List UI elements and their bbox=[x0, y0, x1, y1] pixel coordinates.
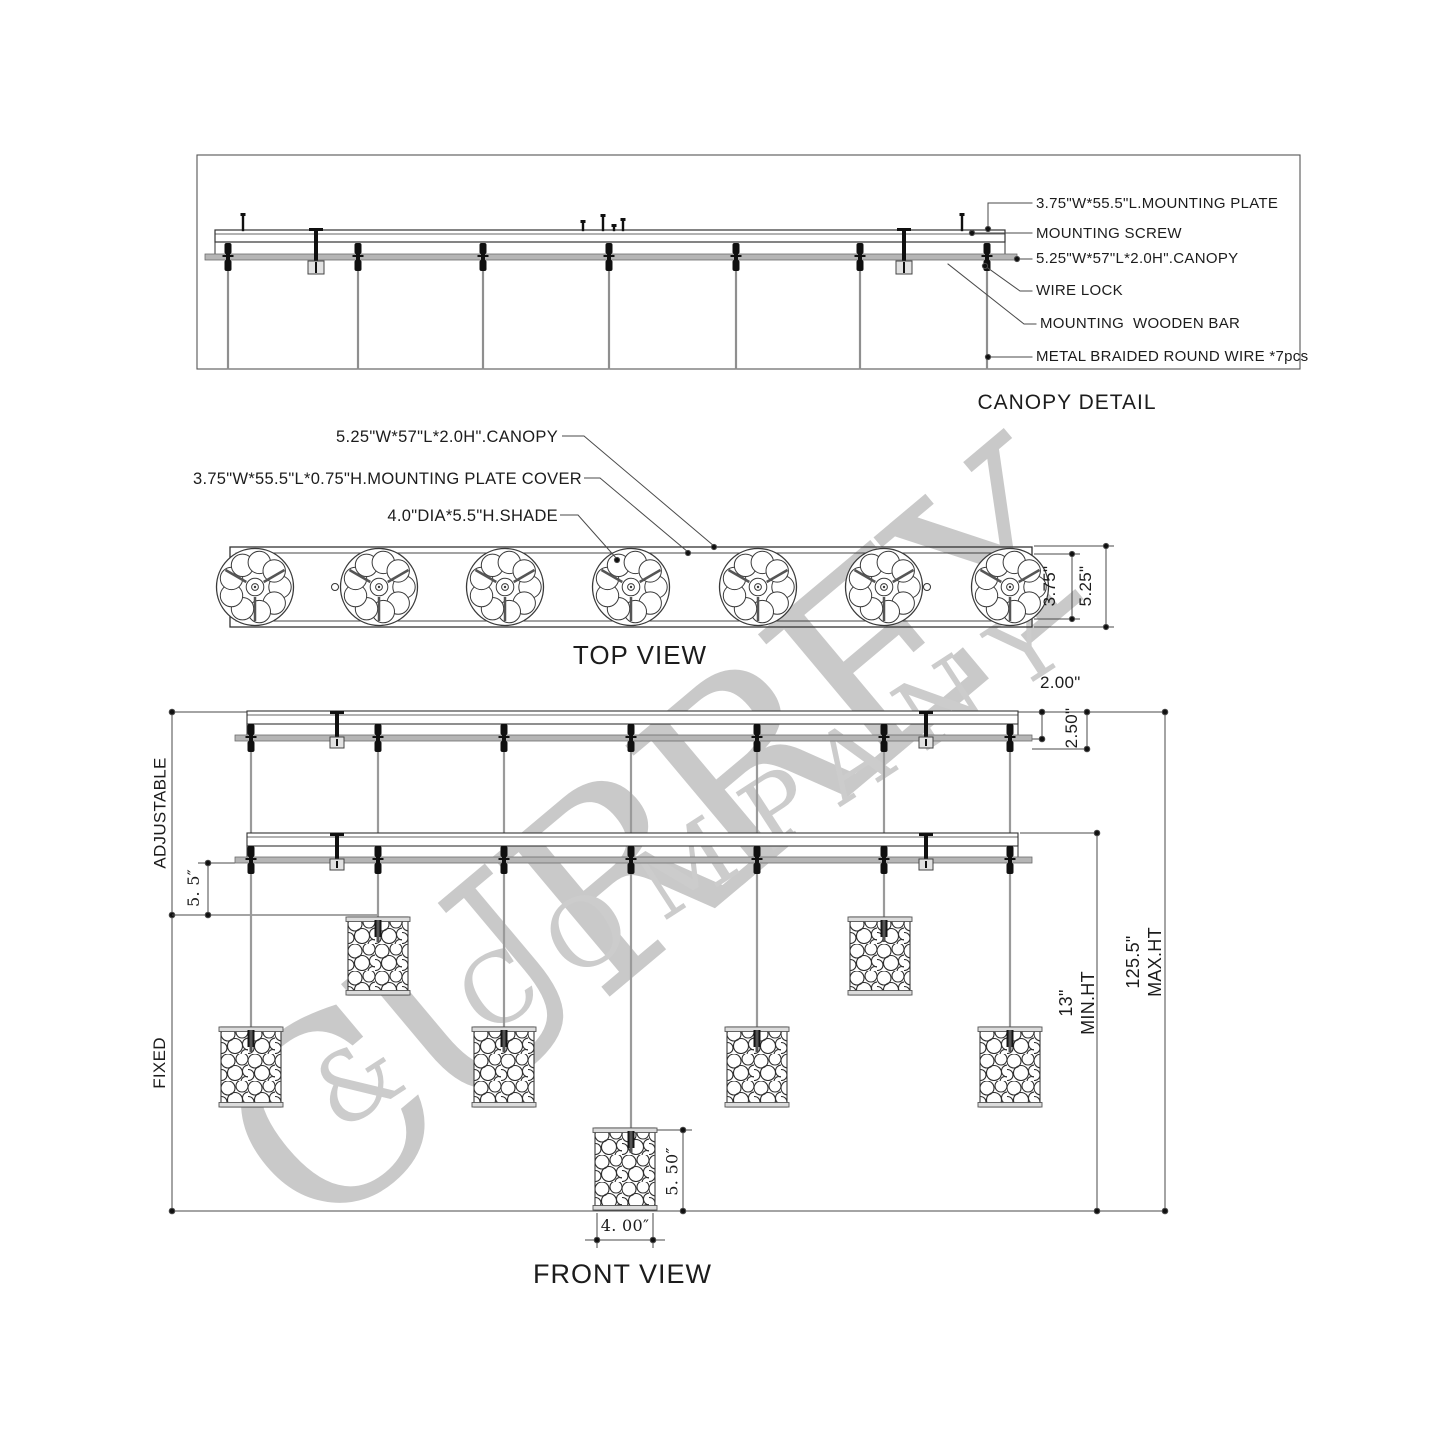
callout-canopy: 5.25"W*57"L*2.0H".CANOPY bbox=[1036, 250, 1239, 267]
screw-hole-left bbox=[331, 583, 339, 591]
callout-wooden-bar: MOUNTING WOODEN BAR bbox=[1040, 315, 1241, 332]
topview-callout-canopy: 5.25"W*57"L*2.0H".CANOPY bbox=[336, 428, 558, 446]
topview-callout-shade: 4.0"DIA*5.5"H.SHADE bbox=[387, 507, 558, 525]
pendant-shades bbox=[218, 916, 1043, 1211]
canopy-detail-border bbox=[196, 154, 1301, 370]
top-view-drawing bbox=[215, 435, 1114, 631]
topview-callout-plate-cover: 3.75"W*55.5"L*0.75"H.MOUNTING PLATE COVE… bbox=[192, 470, 582, 488]
pendant-shade bbox=[592, 1127, 658, 1211]
pendant-shade bbox=[471, 1026, 537, 1108]
dim-shade-height: 5. 50″ bbox=[662, 1147, 682, 1196]
pendant-shade bbox=[977, 1026, 1043, 1108]
dim-max-height: 125.5"MAX.HT bbox=[1121, 903, 1167, 1021]
front-view-drawing bbox=[168, 708, 1169, 1248]
front-view-title: FRONT VIEW bbox=[532, 1259, 712, 1289]
pendant-shade bbox=[724, 1026, 790, 1108]
top-view-dimensions bbox=[1034, 542, 1114, 631]
dim-min-height: 13"MIN.HT bbox=[1055, 947, 1099, 1059]
max-height-value: 125.5" bbox=[1123, 935, 1143, 989]
dim-fixed: FIXED bbox=[149, 1037, 169, 1089]
pendant-shade bbox=[847, 916, 913, 996]
max-height-unit: MAX.HT bbox=[1145, 927, 1165, 997]
pendant-shade bbox=[218, 1026, 284, 1108]
callout-mounting-plate: 3.75"W*55.5"L.MOUNTING PLATE bbox=[1036, 195, 1279, 212]
hanging-wires bbox=[249, 741, 1012, 1130]
canopy-detail-leaders bbox=[947, 202, 1037, 361]
callout-wire-lock: WIRE LOCK bbox=[1036, 282, 1123, 299]
top-view-leaders bbox=[560, 435, 718, 564]
dim-wire-gap: 5. 5″ bbox=[184, 869, 204, 908]
mounting-plate-drawing bbox=[214, 229, 1006, 243]
plate-screw-pins bbox=[240, 213, 965, 232]
canopy-assembly-lower bbox=[234, 832, 1033, 874]
dim-canopy-height: 2.00" bbox=[1040, 673, 1081, 692]
top-view-title: TOP VIEW bbox=[572, 640, 708, 670]
callout-mounting-screw: MOUNTING SCREW bbox=[1036, 225, 1182, 242]
callout-braided-wire: METAL BRAIDED ROUND WIRE *7pcs bbox=[1036, 348, 1309, 365]
min-height-unit: MIN.HT bbox=[1078, 971, 1098, 1035]
dim-canopy-drop: 2.50" bbox=[1061, 707, 1081, 749]
canopy-detail-view bbox=[196, 154, 1301, 370]
dim-plate-width: 3.75" bbox=[1039, 565, 1059, 607]
braided-wires-detail bbox=[226, 258, 989, 370]
canopy-detail-title: CANOPY DETAIL bbox=[977, 391, 1157, 414]
screw-hole-right bbox=[923, 583, 931, 591]
dim-adjustable: ADJUSTABLE bbox=[150, 757, 170, 869]
canopy-assembly-upper bbox=[234, 710, 1033, 752]
dim-shade-width: 4. 00″ bbox=[600, 1216, 650, 1235]
dim-canopy-width: 5.25" bbox=[1075, 565, 1095, 607]
pendant-shade bbox=[345, 916, 411, 996]
min-height-value: 13" bbox=[1056, 989, 1076, 1017]
